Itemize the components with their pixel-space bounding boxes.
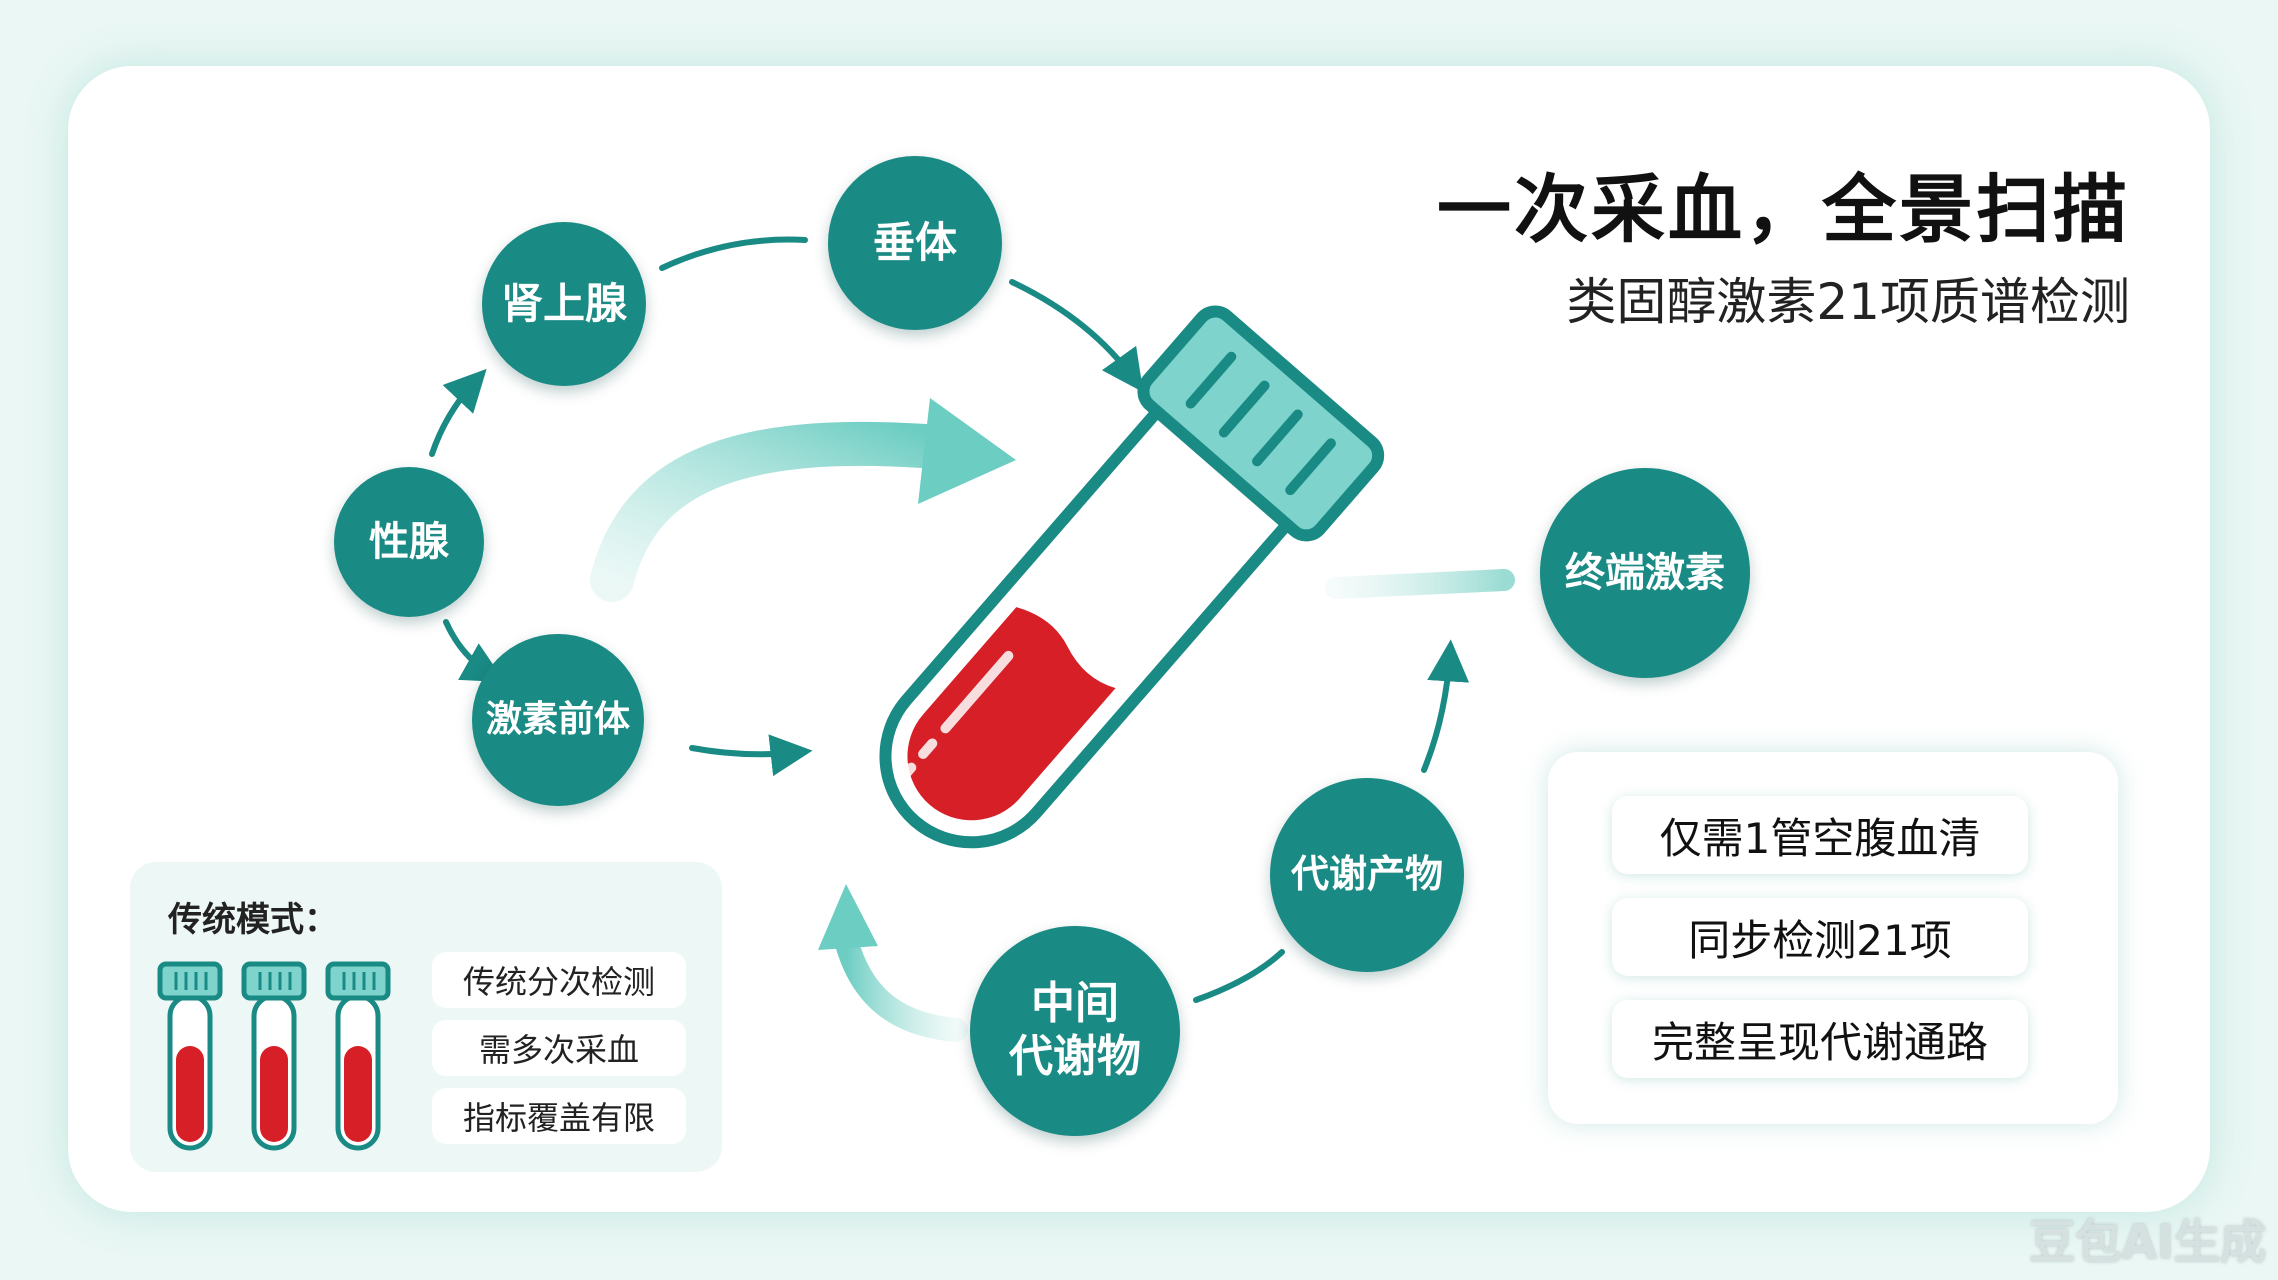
benefit-item: 同步检测21项 (1612, 898, 2028, 976)
arrow-gonad-precursor (443, 619, 505, 683)
traditional-mode-panel: 传统模式： 传统分次检测 (130, 862, 722, 1172)
traditional-item: 需多次采血 (432, 1020, 686, 1076)
benefit-item: 仅需1管空腹血清 (1612, 796, 2028, 874)
page-subtitle: 类固醇激素21项质谱检测 (1566, 273, 2130, 331)
arrow-precursor-tube (689, 734, 813, 777)
traditional-item: 指标覆盖有限 (432, 1088, 686, 1144)
watermark: 豆包AI生成 (2029, 1215, 2266, 1269)
page-title: 一次采血，全景扫描 (1437, 167, 2130, 253)
node-intermediate-metabolite: 中间 代谢物 (970, 926, 1180, 1136)
arrow-pituitary-tube (1009, 279, 1144, 393)
benefits-panel: 仅需1管空腹血清 同步检测21项 完整呈现代谢通路 (1548, 752, 2118, 1124)
arrow-intermediate-product (1193, 949, 1285, 1003)
benefit-item: 完整呈现代谢通路 (1612, 1000, 2028, 1078)
arrow-product-terminal (1421, 639, 1470, 773)
node-metabolite-product: 代谢产物 (1270, 778, 1464, 972)
lower-return-arrow (834, 928, 968, 1042)
arrow-adrenal-pituitary (659, 236, 808, 271)
stream-to-terminal (1325, 569, 1515, 599)
node-terminal-hormones: 终端激素 (1540, 468, 1750, 678)
blood-test-tube (879, 305, 1385, 849)
traditional-mode-title: 传统模式： (168, 900, 338, 940)
big-arrow-into-tube (590, 421, 972, 602)
traditional-item: 传统分次检测 (432, 952, 686, 1008)
node-gonad: 性腺 (334, 467, 484, 617)
three-tubes-icon (157, 961, 391, 1151)
node-pituitary: 垂体 (828, 156, 1002, 330)
arrow-gonad-adrenal (429, 368, 487, 457)
node-precursor: 激素前体 (472, 634, 644, 806)
node-adrenal: 肾上腺 (482, 222, 646, 386)
